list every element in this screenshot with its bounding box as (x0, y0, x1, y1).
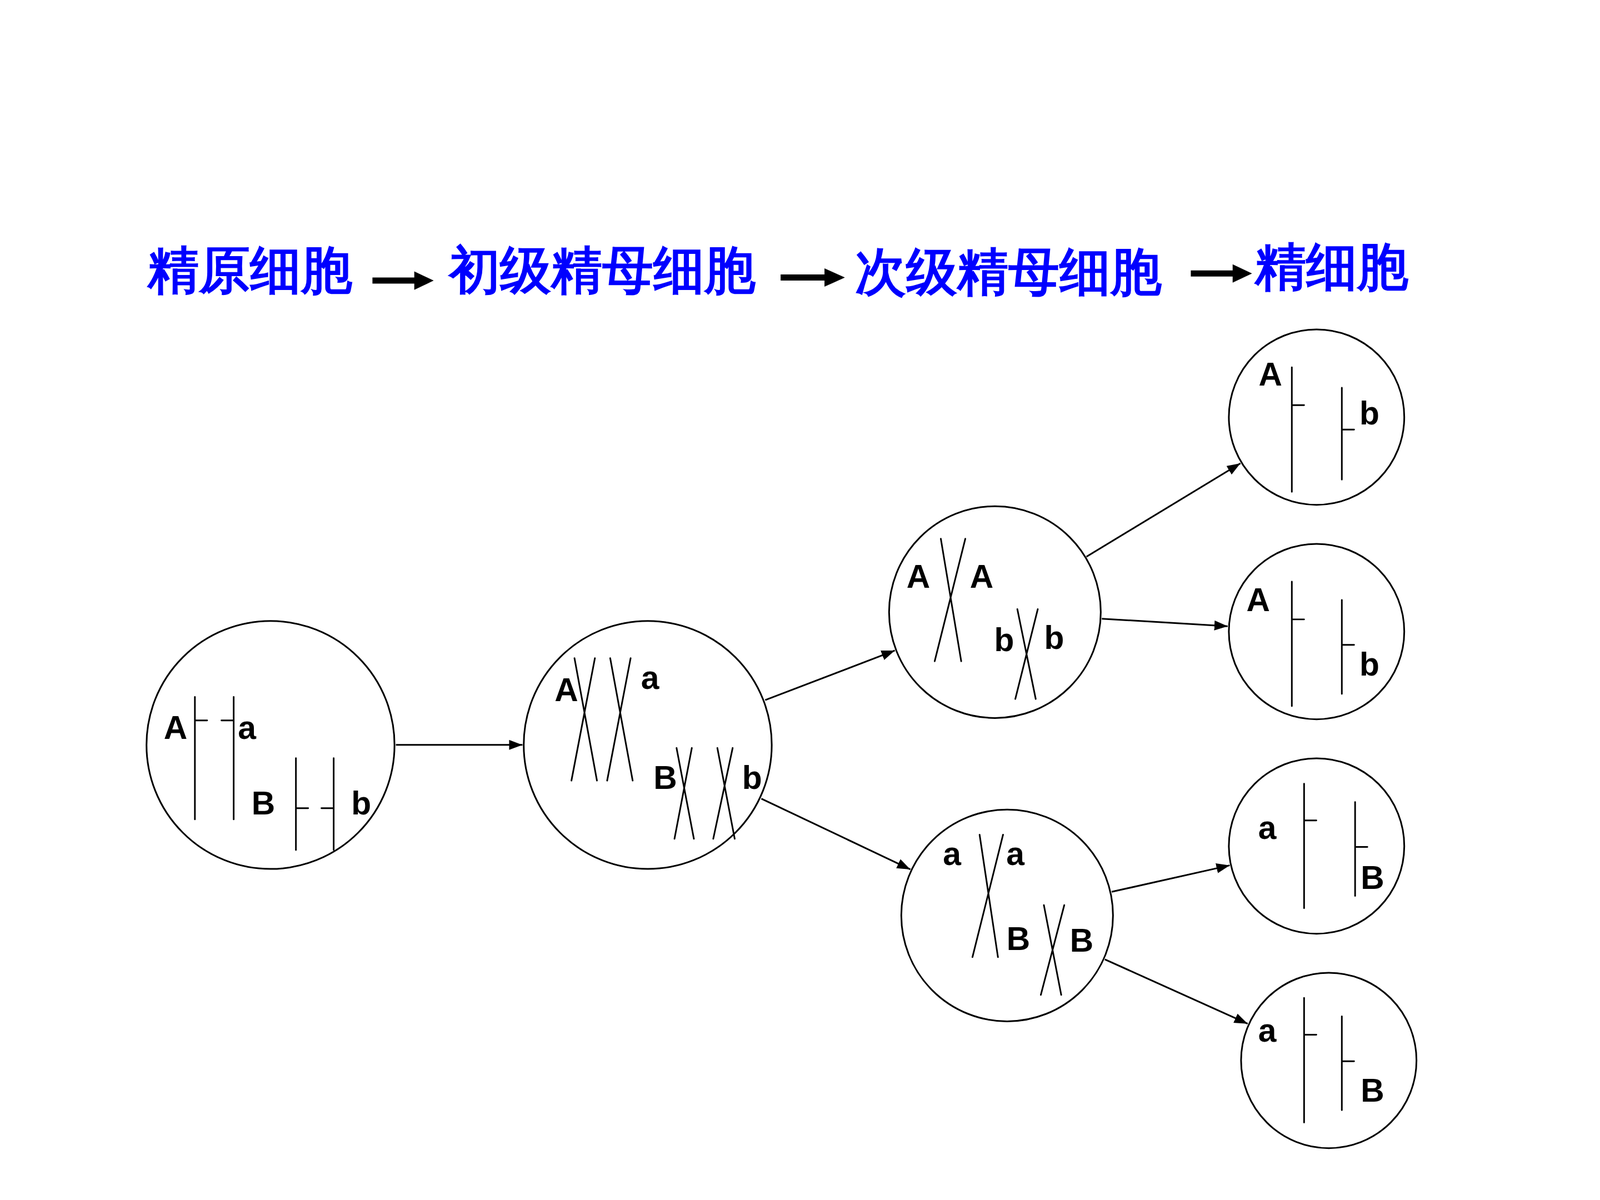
stage-label: 初级精母细胞 (448, 245, 756, 297)
division-arrow (761, 798, 910, 870)
gene-label: b (1043, 621, 1064, 655)
chromosome (934, 538, 965, 662)
cell-outline (522, 619, 774, 871)
chromosome (1040, 905, 1064, 995)
cell-circle: a aB B (900, 808, 1115, 1023)
cell-outline (887, 505, 1103, 720)
chromosome (195, 696, 208, 819)
cell-membrane (1228, 543, 1404, 720)
division-arrow (765, 650, 895, 700)
cell-membrane (888, 506, 1101, 718)
chromosome (1303, 783, 1317, 909)
gene-label: A (163, 711, 188, 744)
stage-label: 次级精母细胞 (855, 246, 1162, 298)
chromosome (221, 696, 234, 819)
gene-label: b (742, 761, 763, 794)
gene-label: a (641, 661, 660, 694)
cell-circle: Ab (1227, 542, 1406, 721)
chromosome (1291, 367, 1304, 492)
gene-label: B (653, 761, 677, 794)
gene-label: a (237, 711, 257, 744)
gene-label: B (1360, 861, 1384, 894)
cell-circle: Ab (1227, 328, 1406, 507)
cell-circle: aB (1227, 757, 1406, 935)
gene-label: B (1006, 922, 1030, 955)
stage-arrows (372, 264, 1252, 290)
division-arrow (1086, 463, 1241, 557)
gene-label: B (251, 786, 275, 820)
cell-membrane (1228, 758, 1404, 934)
cell-circle: AaBb (145, 619, 397, 871)
division-arrow (396, 743, 523, 746)
gene-label: a (942, 837, 962, 871)
chromosomes (195, 367, 1368, 1123)
stage-arrow-head (1232, 264, 1253, 283)
gene-label: B (1360, 1074, 1384, 1108)
cell-membrane (1241, 972, 1417, 1148)
stage-label: 精原细胞 (147, 245, 353, 297)
chromosome (1015, 609, 1038, 700)
gene-label: b (351, 786, 372, 820)
cell-membrane (901, 809, 1113, 1022)
chromosome (296, 758, 309, 850)
gene-label: A (906, 560, 930, 593)
chromosome (321, 758, 334, 850)
cell-outline (1227, 757, 1406, 935)
chromosome (1355, 802, 1368, 897)
cell-outline (145, 619, 397, 871)
cell-circle: AaBb (522, 619, 774, 871)
cell-outline (1227, 542, 1406, 721)
stage-arrow-head (824, 268, 845, 287)
chromosome (607, 658, 633, 781)
chromosome (1341, 387, 1354, 480)
stage-arrow-head (414, 271, 434, 290)
chromosome (713, 747, 735, 839)
stage-arrow-shaft (372, 277, 419, 284)
stage-arrow-shaft (780, 274, 829, 281)
chromosome (674, 747, 694, 839)
cell-circle: A Abb (887, 505, 1103, 720)
cell-circle: aB (1240, 971, 1418, 1150)
chromosome (1291, 581, 1304, 707)
gene-label: A (554, 673, 578, 707)
gene-label: b (1359, 396, 1380, 430)
chromosome (1303, 997, 1317, 1123)
gene-label: A (1246, 583, 1270, 617)
gene-label: a (1006, 837, 1025, 871)
cell-membrane (523, 621, 772, 869)
chromosome (972, 834, 1003, 957)
gene-label: b (993, 623, 1014, 657)
division-arrow (1111, 865, 1230, 893)
division-arrow (1101, 618, 1228, 627)
gene-label: A (970, 560, 994, 593)
cell-membrane (1228, 329, 1404, 505)
gene-label: A (1258, 358, 1282, 392)
gene-label: b (1359, 647, 1380, 681)
cell-membrane (146, 621, 395, 869)
cell-outline (1240, 971, 1418, 1150)
stage-label: 精细胞 (1255, 241, 1409, 293)
gene-label: a (1258, 1014, 1277, 1048)
chromosome (1341, 1016, 1354, 1110)
chromosome (1341, 600, 1354, 694)
chromosome (571, 658, 598, 781)
division-arrow (1105, 959, 1248, 1024)
gene-label: B (1070, 924, 1094, 958)
gene-label: a (1258, 811, 1277, 844)
stage-arrow-shaft (1190, 270, 1237, 277)
